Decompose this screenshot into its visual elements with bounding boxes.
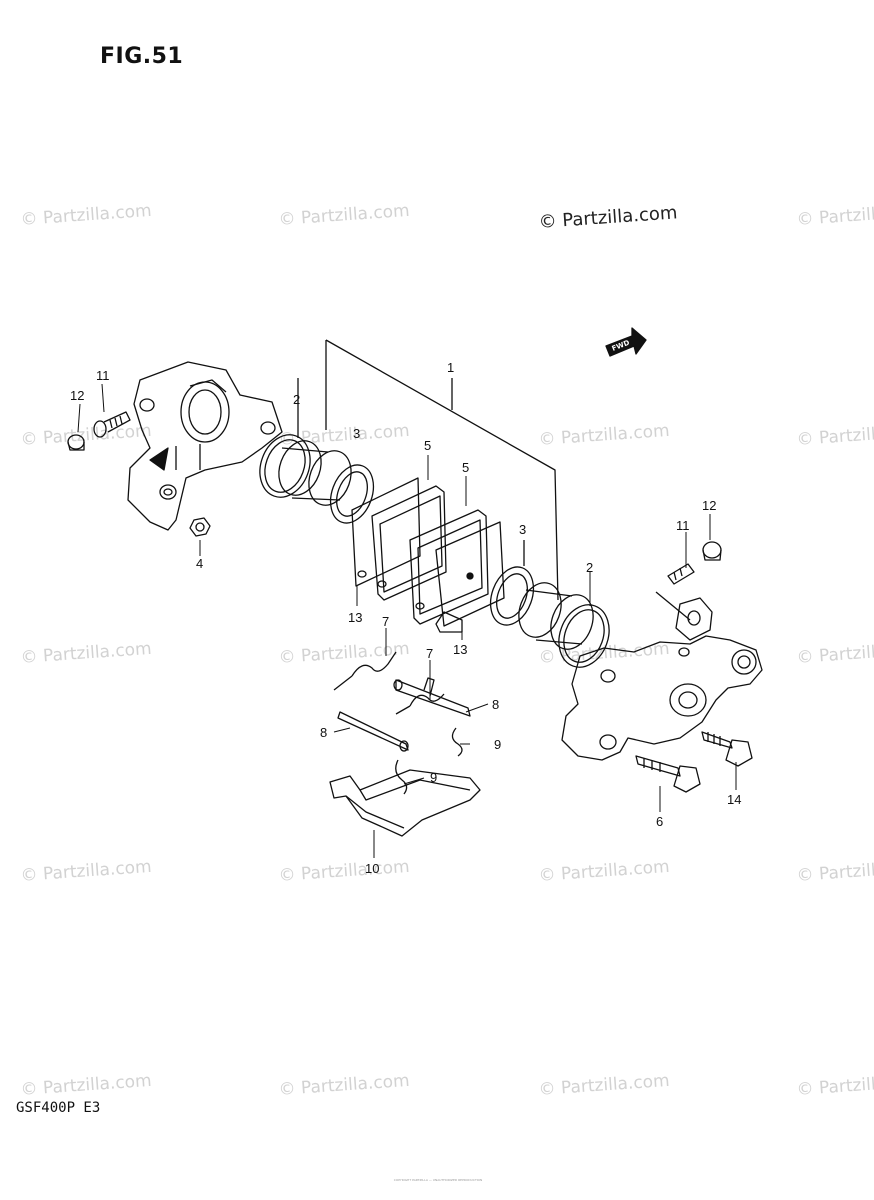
bolt-6: [635, 755, 701, 793]
seal-2-left: [259, 434, 311, 498]
pad-pin-8-lower: [337, 711, 409, 752]
callout-14[interactable]: 14: [727, 792, 741, 807]
callout-1[interactable]: 1: [447, 360, 454, 375]
fwd-arrow-icon: [605, 327, 647, 357]
callout-8-left[interactable]: 8: [320, 725, 327, 740]
callout-2-left[interactable]: 2: [293, 392, 300, 407]
figure-title: FIG.51: [100, 44, 184, 69]
brake-pad-5-right: [409, 509, 489, 625]
spring-clip-9-lower: [395, 759, 408, 795]
callout-12-right[interactable]: 12: [702, 498, 716, 513]
callout-10[interactable]: 10: [365, 861, 379, 876]
callout-3-left[interactable]: 3: [353, 426, 360, 441]
bleeder-cap-right: [702, 541, 722, 561]
bleeder-screw-right: [655, 563, 695, 621]
pad-spring-10: [329, 769, 481, 837]
clip-7-left: [333, 651, 397, 691]
spring-clip-9-upper: [451, 727, 463, 757]
callout-9-left[interactable]: 9: [430, 770, 437, 785]
bolt-14: [701, 731, 753, 767]
callout-5-right[interactable]: 5: [462, 460, 469, 475]
brake-pad-5-left: [371, 485, 447, 601]
shim-13-left: [351, 477, 421, 587]
bleeder-screw-left: [93, 411, 131, 438]
piston-right: [518, 582, 594, 650]
callout-13-right[interactable]: 13: [453, 642, 467, 657]
callout-12-left[interactable]: 12: [70, 388, 84, 403]
callout-9-right[interactable]: 9: [494, 737, 501, 752]
washer-4: [189, 517, 211, 537]
callout-6[interactable]: 6: [656, 814, 663, 829]
leader-lines: [77, 383, 737, 858]
callout-11-left[interactable]: 11: [96, 368, 110, 383]
callout-11-right[interactable]: 11: [676, 518, 690, 533]
model-code: GSF400P E3: [16, 1100, 101, 1116]
callout-4[interactable]: 4: [196, 556, 203, 571]
caliper-body-right: [561, 597, 763, 761]
callout-7-left[interactable]: 7: [382, 614, 389, 629]
callout-13-left[interactable]: 13: [348, 610, 362, 625]
bleeder-cap-left: [67, 434, 85, 451]
caliper-body-left: [127, 361, 283, 531]
seal-3-right: [489, 566, 535, 626]
seal-2-right: [558, 604, 610, 668]
bracket-item-1: [325, 339, 559, 601]
callout-5-left[interactable]: 5: [424, 438, 431, 453]
pad-pin-8-upper: [393, 677, 471, 717]
clip-7-right: [395, 693, 445, 715]
piston-left: [278, 440, 352, 506]
footer-note: COPYRIGHT PARTZILLA — UNAUTHORIZED REPRO…: [393, 1178, 483, 1182]
callout-3-right[interactable]: 3: [519, 522, 526, 537]
callout-7-right[interactable]: 7: [426, 646, 433, 661]
callout-2-right[interactable]: 2: [586, 560, 593, 575]
shim-13-right: [435, 521, 505, 633]
callout-8-right[interactable]: 8: [492, 697, 499, 712]
